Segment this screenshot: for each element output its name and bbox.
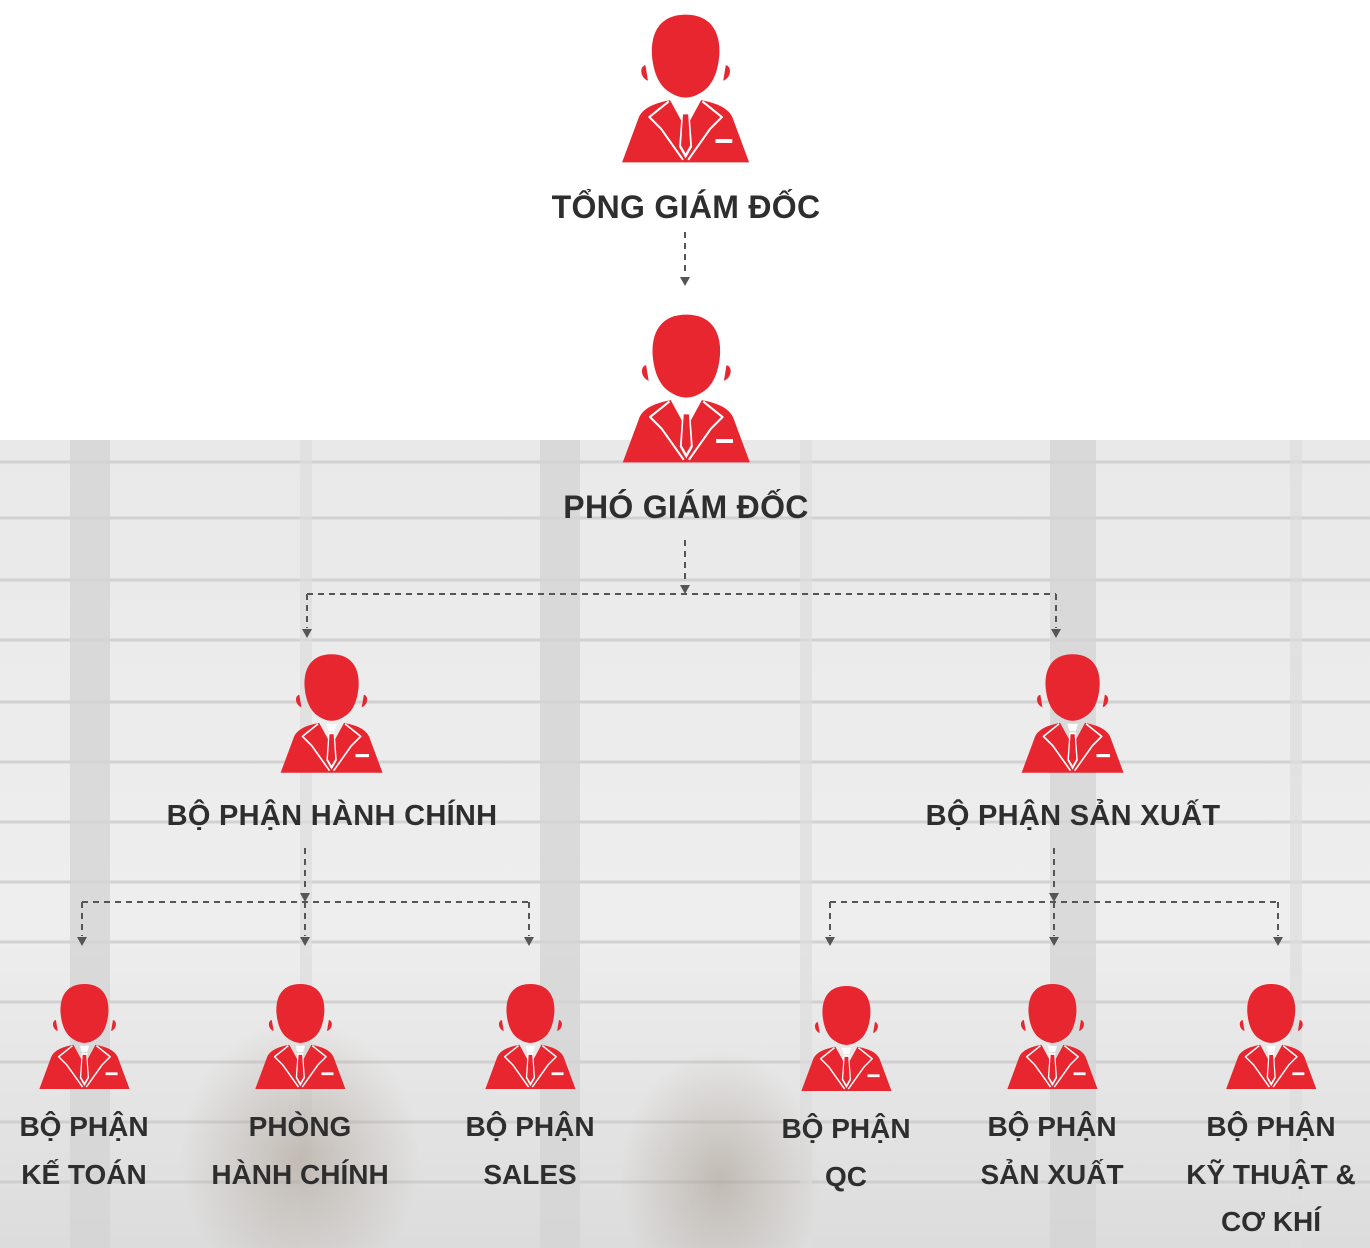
- arrow-down-icon: [77, 937, 87, 946]
- admin-division-node: BỘ PHẬN HÀNH CHÍNH: [167, 652, 498, 839]
- unit-label-line: KỸ THUẬT &: [1186, 1158, 1356, 1190]
- arrow-down-icon: [1051, 629, 1061, 638]
- unit-label-line: BỘ PHẬN: [1206, 1111, 1336, 1142]
- unit-label-line: HÀNH CHÍNH: [211, 1158, 389, 1190]
- arrow-down-icon: [524, 937, 534, 946]
- arrow-down-icon: [300, 937, 310, 946]
- businessman-icon: [1225, 982, 1317, 1091]
- arrow-down-icon: [825, 937, 835, 946]
- arrow-down-icon: [302, 629, 312, 638]
- ceo-label: TỔNG GIÁM ĐỐC: [551, 189, 821, 225]
- unit-label-line: PHÒNG: [248, 1111, 352, 1142]
- accounting-unit-label: BỘ PHẬN KẾ TOÁN: [19, 1103, 148, 1198]
- businessman-icon: [280, 652, 384, 775]
- arrow-down-icon: [1049, 937, 1059, 946]
- arrow-down-icon: [680, 277, 690, 286]
- arrow-down-icon: [300, 893, 310, 902]
- engineering-unit-label: BỘ PHẬN KỸ THUẬT & CƠ KHÍ: [1186, 1103, 1356, 1246]
- engineering-unit-node: BỘ PHẬN KỸ THUẬT & CƠ KHÍ: [1186, 982, 1356, 1246]
- arrow-down-icon: [680, 585, 690, 594]
- ceo-node: TỔNG GIÁM ĐỐC: [552, 12, 821, 231]
- admin-office-unit-node: PHÒNG HÀNH CHÍNH: [211, 982, 389, 1198]
- vice-director-node: PHÓ GIÁM ĐỐC: [563, 312, 808, 531]
- unit-label-line: KẾ TOÁN: [21, 1158, 147, 1190]
- unit-label-line: BỘ PHẬN: [987, 1111, 1117, 1142]
- unit-label-line: BỘ PHẬN: [19, 1111, 149, 1142]
- arrow-down-icon: [1273, 937, 1283, 946]
- accounting-unit-node: BỘ PHẬN KẾ TOÁN: [19, 982, 149, 1198]
- unit-label-line: QC: [825, 1160, 867, 1192]
- businessman-icon: [621, 12, 751, 165]
- production-division-label: BỘ PHẬN SẢN XUẤT: [925, 800, 1221, 832]
- sales-unit-label: BỘ PHẬN SALES: [465, 1103, 594, 1198]
- unit-label-line: BỘ PHẬN: [781, 1113, 911, 1144]
- qc-unit-label: BỘ PHẬN QC: [781, 1105, 910, 1200]
- businessman-icon: [621, 312, 751, 465]
- arrow-down-icon: [1049, 893, 1059, 902]
- unit-label-line: CƠ KHÍ: [1220, 1206, 1322, 1238]
- businessman-icon: [254, 982, 346, 1091]
- sales-unit-node: BỘ PHẬN SALES: [465, 982, 595, 1198]
- unit-label-line: SẢN XUẤT: [980, 1158, 1124, 1190]
- manufacturing-unit-node: BỘ PHẬN SẢN XUẤT: [980, 982, 1124, 1198]
- businessman-icon: [484, 982, 576, 1091]
- businessman-icon: [38, 982, 130, 1091]
- businessman-icon: [1006, 982, 1098, 1091]
- businessman-icon: [1021, 652, 1125, 775]
- businessman-icon: [800, 984, 892, 1093]
- admin-division-label: BỘ PHẬN HÀNH CHÍNH: [166, 800, 498, 832]
- unit-label-line: SALES: [483, 1158, 577, 1190]
- admin-office-unit-label: PHÒNG HÀNH CHÍNH: [211, 1103, 388, 1198]
- vice-director-label: PHÓ GIÁM ĐỐC: [563, 489, 809, 525]
- manufacturing-unit-label: BỘ PHẬN SẢN XUẤT: [980, 1103, 1123, 1198]
- unit-label-line: BỘ PHẬN: [465, 1111, 595, 1142]
- qc-unit-node: BỘ PHẬN QC: [781, 984, 911, 1200]
- production-division-node: BỘ PHẬN SẢN XUẤT: [926, 652, 1221, 839]
